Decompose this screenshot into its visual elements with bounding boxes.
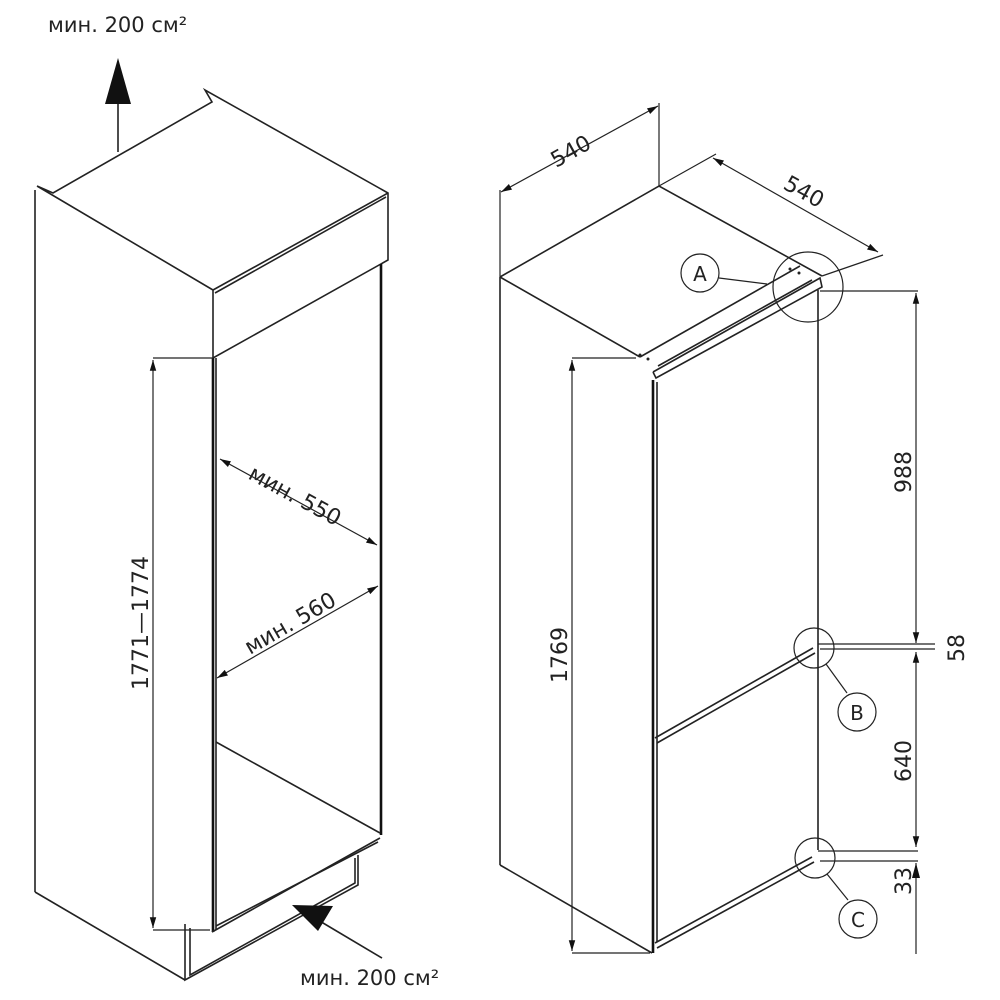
cabinet-width-label: мин. 560	[241, 588, 341, 660]
detail-b-label: B	[850, 701, 864, 725]
fridge-width-label: 540	[547, 131, 596, 173]
top-vent-label: мин. 200 см²	[48, 13, 187, 37]
lower-door-label: 640	[892, 740, 917, 782]
fridge-height-label: 1769	[548, 627, 573, 683]
upper-door-label: 988	[892, 451, 917, 493]
width-dimension-line	[216, 585, 379, 679]
arrow-icon	[292, 905, 333, 931]
detail-b-marker	[837, 692, 877, 732]
bottom-vent-label: мин. 200 см²	[300, 966, 439, 990]
fridge-drawing: 540 540 A 1769 988 58 640 33 B	[499, 103, 970, 954]
depth-dimension-line	[219, 458, 378, 546]
arrow-up-icon	[105, 58, 131, 104]
detail-a-circle	[772, 251, 844, 323]
bottom-vent-arrow	[317, 919, 383, 959]
detail-c-marker	[838, 899, 878, 939]
bottom-offset-label: 33	[892, 867, 917, 895]
fridge-depth-label: 540	[779, 171, 828, 213]
detail-b-circle	[793, 627, 835, 669]
width-dimension-line	[500, 105, 659, 193]
detail-a-label: A	[693, 262, 707, 286]
detail-a-marker	[680, 253, 720, 293]
detail-c-label: C	[851, 908, 865, 932]
cabinet-height-label: 1771—1774	[129, 556, 154, 690]
cabinet-drawing: 1771—1774 мин. 200 см² мин. 550 мин. 560…	[34, 13, 439, 990]
detail-c-circle	[794, 837, 836, 879]
cabinet-depth-label: мин. 550	[244, 461, 345, 531]
gap-label: 58	[945, 634, 970, 662]
depth-dimension-line	[712, 157, 879, 253]
